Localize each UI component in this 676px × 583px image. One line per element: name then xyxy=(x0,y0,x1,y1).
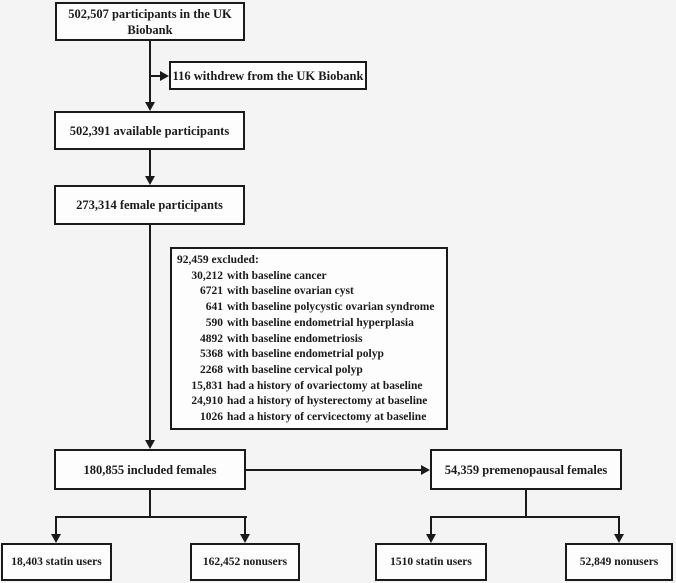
connector-line xyxy=(149,490,151,517)
excluded-item-text: had a history of cervicectomy at baselin… xyxy=(227,411,427,424)
box-female-label: 273,314 female participants xyxy=(76,198,223,212)
box-total-line2: Biobank xyxy=(127,22,173,37)
arrowhead-down-icon xyxy=(145,176,155,185)
connector-line xyxy=(149,41,151,102)
excluded-item-text: with baseline cancer xyxy=(227,269,327,282)
excluded-item-text: with baseline endometrial hyperplasia xyxy=(227,316,414,329)
connector-line xyxy=(525,490,527,517)
arrowhead-down-icon xyxy=(426,534,436,543)
excluded-item-text: had a history of ovariectomy at baseline xyxy=(227,379,423,392)
excluded-item-count: 1026 xyxy=(200,411,223,424)
excluded-item-count: 590 xyxy=(205,316,223,329)
box-statin-users-all-label: 18,403 statin users xyxy=(11,556,102,568)
excluded-item: 24,910 had a history of hysterectomy at b… xyxy=(177,394,441,410)
excluded-item-count: 15,831 xyxy=(191,379,223,392)
excluded-item: 4892 with baseline endometriosis xyxy=(177,332,441,348)
box-statin-users-premeno-label: 1510 statin users xyxy=(390,556,472,568)
excluded-header: 92,459 excluded: xyxy=(177,254,259,266)
box-nonusers-all-label: 162,452 nonusers xyxy=(202,556,288,568)
excluded-item-text: with baseline polycystic ovarian syndrom… xyxy=(227,301,435,314)
box-statin-users-premeno: 1510 statin users xyxy=(375,543,487,581)
arrowhead-down-icon xyxy=(614,534,624,543)
excluded-item-count: 30,212 xyxy=(191,269,223,282)
arrowhead-right-icon xyxy=(421,465,430,475)
excluded-item-text: with baseline endometrial polyp xyxy=(227,348,384,361)
box-available-participants: 502,391 available participants xyxy=(54,111,245,150)
excluded-item-text: with baseline endometriosis xyxy=(227,332,363,345)
excluded-item: 1026 had a history of cervicectomy at bas… xyxy=(177,410,441,426)
connector-line xyxy=(430,516,432,534)
box-available-label: 502,391 available participants xyxy=(69,123,230,138)
excluded-item: 30,212 with baseline cancer xyxy=(177,269,441,285)
connector-line xyxy=(244,516,246,534)
box-nonusers-premeno-label: 52,849 nonusers xyxy=(579,556,659,568)
excluded-item-count: 641 xyxy=(205,301,223,314)
excluded-item: 2268 with baseline cervical polyp xyxy=(177,363,441,379)
excluded-item-count: 6721 xyxy=(200,285,223,298)
box-nonusers-all: 162,452 nonusers xyxy=(190,543,300,581)
excluded-item-text: had a history of hysterectomy at baselin… xyxy=(227,395,428,408)
excluded-item-count: 4892 xyxy=(200,332,223,345)
connector-line xyxy=(149,225,151,440)
excluded-item: 590 with baseline endometrial hyperplasia xyxy=(177,316,441,332)
excluded-item-count: 5368 xyxy=(200,348,223,361)
box-premenopausal-label: 54,359 premenopausal females xyxy=(444,462,608,477)
excluded-item-text: with baseline ovarian cyst xyxy=(227,285,354,298)
box-withdrew-label: 116 withdrew from the UK Biobank xyxy=(172,68,364,83)
box-total-line1: 502,507 participants in the UK xyxy=(68,6,232,21)
connector-line xyxy=(430,516,620,518)
connector-line xyxy=(149,75,160,77)
excluded-item-count: 24,910 xyxy=(191,395,223,408)
excluded-item-text: with baseline cervical polyp xyxy=(227,363,363,376)
arrowhead-down-icon xyxy=(145,102,155,111)
box-statin-users-all: 18,403 statin users xyxy=(1,543,112,581)
arrowhead-right-icon xyxy=(160,71,169,81)
box-included-label: 180,855 included females xyxy=(83,462,217,477)
excluded-item-count: 2268 xyxy=(200,363,223,376)
box-excluded: 92,459 excluded: 30,212 with baseline can… xyxy=(170,247,448,430)
box-total-participants: 502,507 participants in the UK Biobank xyxy=(55,2,245,41)
connector-line xyxy=(55,516,247,518)
connector-line xyxy=(246,469,421,471)
arrowhead-down-icon xyxy=(51,534,61,543)
box-female-participants: 273,314 female participants xyxy=(54,185,245,225)
excluded-item: 6721 with baseline ovarian cyst xyxy=(177,284,441,300)
box-included-females: 180,855 included females xyxy=(54,449,246,490)
arrowhead-down-icon xyxy=(145,440,155,449)
excluded-item: 5368 with baseline endometrial polyp xyxy=(177,347,441,363)
arrowhead-down-icon xyxy=(240,534,250,543)
connector-line xyxy=(618,516,620,534)
connector-line xyxy=(149,150,151,176)
excluded-item: 641 with baseline polycystic ovarian synd… xyxy=(177,300,441,316)
box-nonusers-premeno: 52,849 nonusers xyxy=(565,543,673,581)
connector-line xyxy=(55,516,57,534)
excluded-item: 15,831 had a history of ovariectomy at ba… xyxy=(177,379,441,395)
box-withdrew: 116 withdrew from the UK Biobank xyxy=(169,61,367,90)
box-premenopausal-females: 54,359 premenopausal females xyxy=(430,449,622,490)
